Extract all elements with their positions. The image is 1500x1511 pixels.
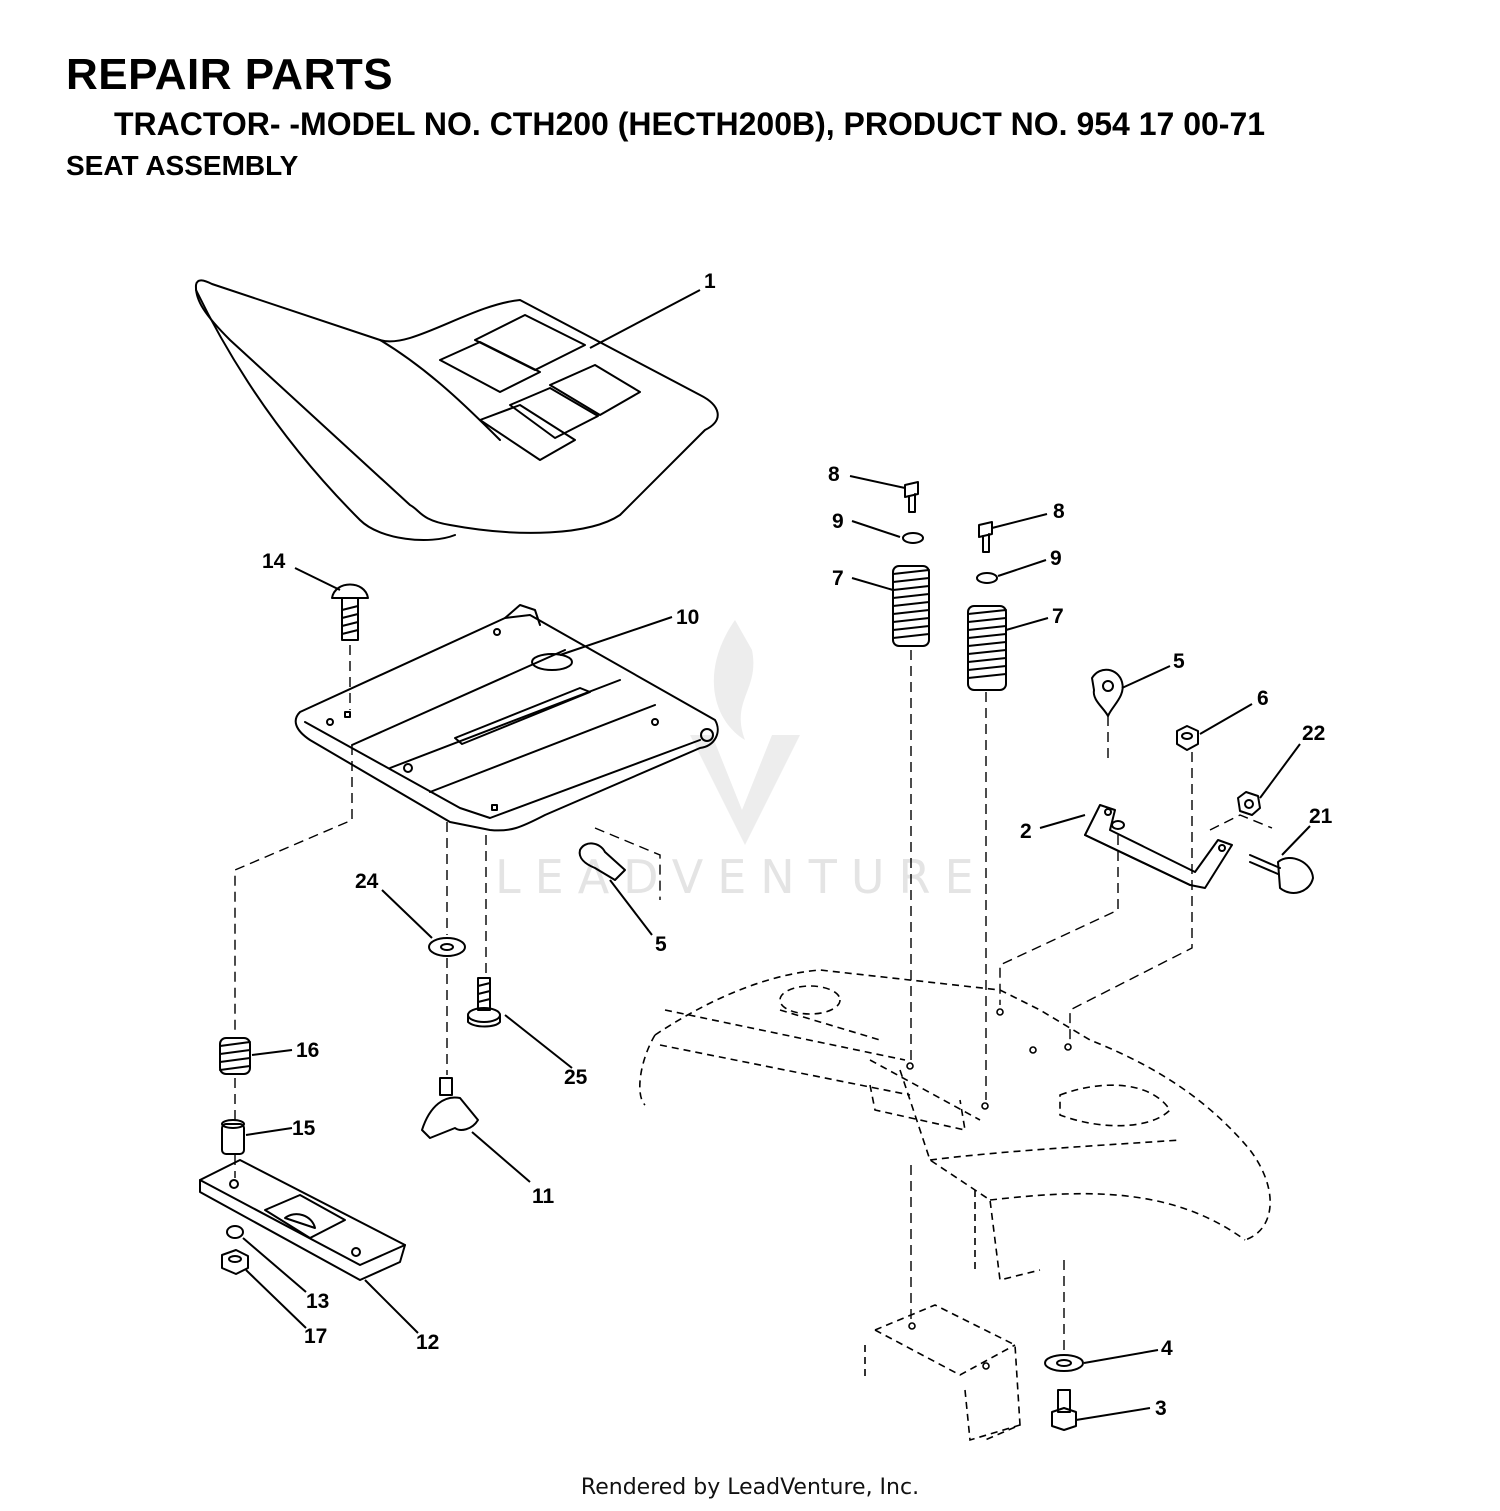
spacer-part-15 bbox=[221, 1119, 245, 1155]
callout-5a: 5 bbox=[1173, 650, 1185, 673]
watermark-logo-icon bbox=[713, 620, 754, 740]
bolt-part-3 bbox=[1051, 1389, 1077, 1431]
callout-9b: 9 bbox=[1050, 547, 1062, 570]
slide-plate-part-12 bbox=[199, 1159, 406, 1281]
bolt-part-8a bbox=[904, 481, 919, 513]
callout-1: 1 bbox=[704, 270, 716, 293]
callout-11: 11 bbox=[532, 1185, 555, 1208]
callout-7b: 7 bbox=[1052, 605, 1064, 628]
callouts: 1 8 9 7 8 9 7 14 10 5 6 22 2 21 24 5 25 … bbox=[262, 270, 1333, 1420]
clip-part-5a bbox=[1091, 668, 1124, 717]
model-subtitle: TRACTOR- -MODEL NO. CTH200 (HECTH200B), … bbox=[114, 106, 1266, 142]
spring-part-7a bbox=[892, 565, 930, 647]
washer-part-9a bbox=[902, 532, 924, 544]
knob-part-11 bbox=[421, 1077, 479, 1139]
nut-part-6 bbox=[1176, 725, 1199, 751]
locknut-part-17 bbox=[221, 1249, 249, 1275]
nut-part-22 bbox=[1237, 791, 1261, 816]
callout-24: 24 bbox=[355, 870, 379, 893]
assembly-lines bbox=[234, 645, 1273, 1352]
clip-part-5b bbox=[578, 842, 626, 881]
shoulder-bolt-part-25 bbox=[467, 977, 501, 1028]
callout-22: 22 bbox=[1302, 722, 1325, 745]
callout-5b: 5 bbox=[655, 933, 667, 956]
bolt-part-8b bbox=[978, 521, 993, 553]
leader-lines bbox=[242, 289, 1311, 1421]
footer-credit: Rendered by LeadVenture, Inc. bbox=[580, 1475, 920, 1500]
callout-8a: 8 bbox=[828, 463, 840, 486]
callout-10: 10 bbox=[676, 606, 699, 629]
callout-4: 4 bbox=[1161, 1337, 1173, 1360]
watermark: LEADVENTURE bbox=[495, 620, 988, 904]
callout-3: 3 bbox=[1155, 1397, 1167, 1420]
callout-13: 13 bbox=[306, 1290, 329, 1313]
carriage-bolt-part-14 bbox=[331, 583, 369, 641]
callout-15: 15 bbox=[292, 1117, 316, 1140]
bracket-part-2 bbox=[1084, 804, 1233, 889]
callout-17: 17 bbox=[304, 1325, 327, 1348]
tractor-frame bbox=[639, 969, 1271, 1442]
callout-2: 2 bbox=[1020, 820, 1032, 843]
callout-9a: 9 bbox=[832, 510, 844, 533]
washer-part-9b bbox=[976, 572, 998, 584]
callout-14: 14 bbox=[262, 550, 286, 573]
callout-7a: 7 bbox=[832, 567, 844, 590]
bolt-part-21 bbox=[1249, 854, 1314, 894]
seat-pan-part-10 bbox=[294, 604, 719, 832]
watermark-text: LEADVENTURE bbox=[495, 850, 988, 904]
spring-part-7b bbox=[967, 605, 1007, 691]
callout-6: 6 bbox=[1257, 687, 1269, 710]
nut-part-13 bbox=[226, 1225, 244, 1239]
callout-25: 25 bbox=[564, 1066, 588, 1089]
washer-part-24 bbox=[428, 937, 466, 957]
callout-16: 16 bbox=[296, 1039, 319, 1062]
washer-part-4 bbox=[1044, 1354, 1084, 1372]
spring-part-16 bbox=[219, 1037, 251, 1075]
section-title: SEAT ASSEMBLY bbox=[66, 150, 299, 181]
callout-12: 12 bbox=[416, 1331, 439, 1354]
callout-21: 21 bbox=[1309, 805, 1333, 828]
page-title: REPAIR PARTS bbox=[66, 50, 394, 99]
seat-part-1 bbox=[194, 279, 719, 541]
callout-8b: 8 bbox=[1053, 500, 1065, 523]
